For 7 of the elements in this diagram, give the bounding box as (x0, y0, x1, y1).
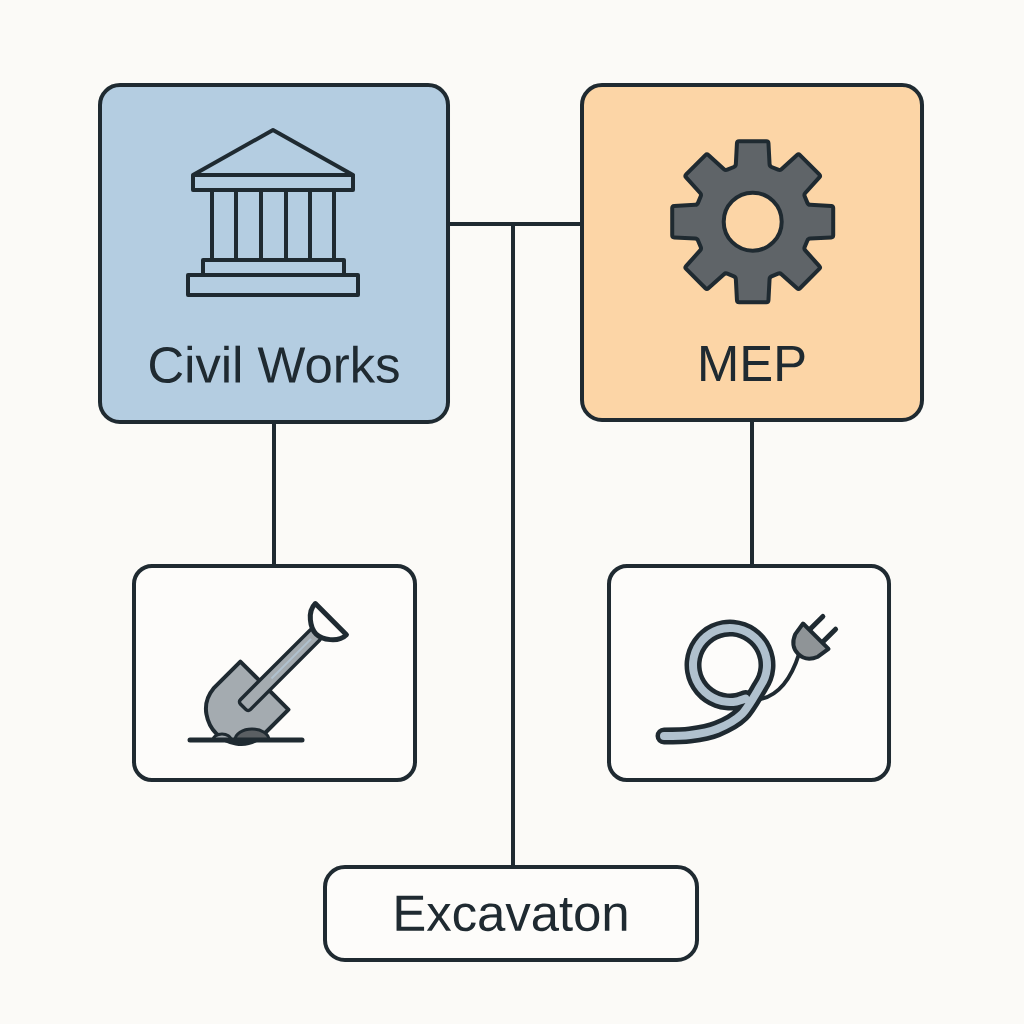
connector-line (511, 224, 515, 867)
connector-line (750, 420, 754, 566)
connector-line (513, 222, 582, 226)
connector-line (272, 422, 276, 566)
connector-line (448, 222, 513, 226)
category-box: Civil Works (98, 83, 450, 424)
label-box: Excavaton (323, 865, 699, 962)
